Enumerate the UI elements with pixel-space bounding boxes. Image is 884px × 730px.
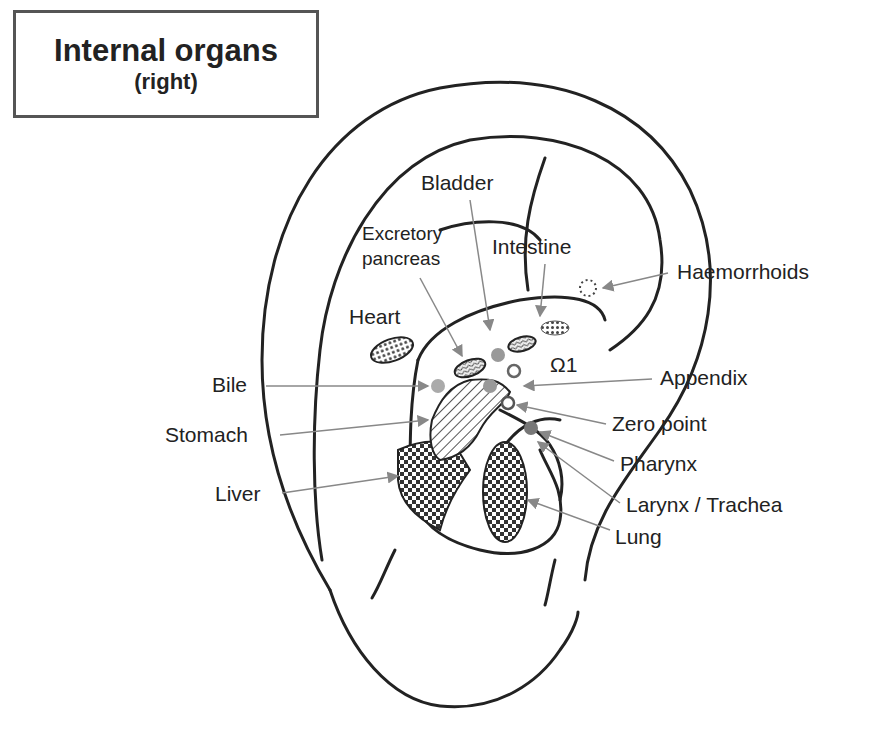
organ-label: Appendix — [660, 365, 748, 390]
title-box: Internal organs(right) — [13, 10, 319, 118]
organ-label: Bile — [212, 372, 247, 397]
title-text: Internal organs — [54, 33, 278, 69]
organ-label: Intestine — [492, 234, 571, 259]
organ-label: Ω1 — [550, 352, 577, 377]
organ-label: Stomach — [165, 422, 248, 447]
organ-label: Liver — [215, 481, 261, 506]
organ-label: Haemorrhoids — [677, 259, 809, 284]
organ-label: Larynx / Trachea — [626, 492, 782, 517]
organ-label: Zero point — [612, 411, 707, 436]
organ-label: Bladder — [421, 170, 493, 195]
organ-label: Pharynx — [620, 451, 697, 476]
organ-label: Lung — [615, 524, 662, 549]
subtitle-text: (right) — [134, 69, 198, 95]
organ-label: Excretory pancreas — [362, 222, 466, 271]
organ-label: Heart — [349, 304, 400, 329]
